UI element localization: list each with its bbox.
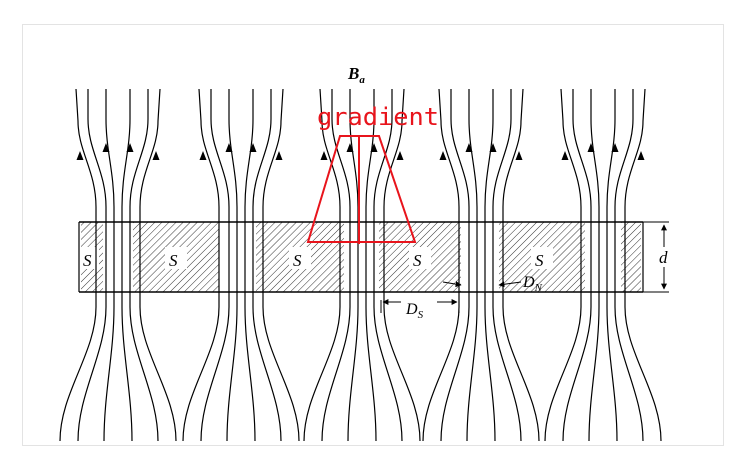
label-box [81, 247, 99, 269]
svg-text:DS: DS [405, 301, 424, 321]
flux-arrow [561, 151, 569, 160]
ds-label-subscript: S [418, 309, 424, 321]
ds-label: D [405, 301, 418, 318]
flux-arrow [465, 143, 473, 152]
flux-line [103, 89, 115, 442]
field-label-subscript: a [359, 74, 365, 86]
flux-line [624, 88, 662, 442]
flux-arrow [515, 151, 523, 160]
flux-arrow [637, 151, 645, 160]
flux-arrow [611, 143, 619, 152]
flux-line [484, 89, 496, 442]
flux-arrow [320, 151, 328, 160]
flux-line [139, 88, 177, 442]
flux-line [588, 89, 600, 442]
flux-line [492, 89, 522, 442]
flux-line [226, 89, 238, 442]
region-label-s: S [83, 251, 92, 270]
flux-arrow [439, 151, 447, 160]
flux-arrow [102, 143, 110, 152]
flux-arrow [249, 143, 257, 152]
flux-line [347, 89, 359, 442]
flux-arrow [489, 143, 497, 152]
flux-line [365, 89, 377, 442]
annotation-trapezoid [306, 135, 417, 243]
thickness-label: d [659, 248, 668, 267]
flux-lines [59, 88, 662, 442]
annotation-handwriting: gradient [317, 103, 439, 131]
superconducting-region [621, 222, 641, 292]
label-box [531, 247, 553, 269]
label-box [165, 247, 187, 269]
flux-line [562, 89, 592, 442]
figure-frame: d DS DN S S S S S Ba gradient [22, 24, 724, 446]
flux-line [252, 89, 282, 442]
ds-dimension: DS [380, 299, 460, 321]
label-box [409, 247, 431, 269]
flux-line [121, 89, 133, 442]
dn-label: D [522, 274, 535, 291]
flux-line [383, 88, 421, 442]
flux-arrow [225, 143, 233, 152]
red-annotation: gradient [306, 103, 439, 244]
flux-line [200, 89, 230, 442]
flux-line [182, 88, 220, 442]
flux-line [303, 88, 341, 442]
flux-arrow [396, 151, 404, 160]
field-label: B [347, 64, 359, 83]
flux-arrow [126, 143, 134, 152]
flux-arrow [152, 151, 160, 160]
flux-line [466, 89, 478, 442]
region-label-s: S [535, 251, 544, 270]
flux-line [129, 89, 159, 442]
flux-arrow [587, 143, 595, 152]
region-label-s: S [293, 251, 302, 270]
flux-line [606, 89, 618, 442]
flux-arrow [346, 143, 354, 152]
flux-line [544, 88, 582, 442]
region-label-s: S [413, 251, 422, 270]
svg-text:DN: DN [522, 274, 543, 294]
flux-arrow [76, 151, 84, 160]
flux-arrow [275, 151, 283, 160]
flux-line [373, 89, 403, 442]
flux-line [59, 88, 97, 442]
flux-line [244, 89, 256, 442]
svg-text:Ba: Ba [347, 64, 365, 86]
flux-line [321, 89, 351, 442]
slab [78, 221, 669, 293]
thickness-dimension: d [659, 224, 668, 290]
flux-line [614, 89, 644, 442]
flux-line [440, 89, 470, 442]
dn-dimension: DN [442, 274, 543, 294]
dn-label-subscript: N [534, 282, 543, 294]
flux-arrow [199, 151, 207, 160]
flux-arrow [370, 143, 378, 152]
flux-line [262, 88, 300, 442]
label-box [289, 247, 311, 269]
region-label-s: S [169, 251, 178, 270]
flux-line [77, 89, 107, 442]
flux-line [502, 88, 540, 442]
